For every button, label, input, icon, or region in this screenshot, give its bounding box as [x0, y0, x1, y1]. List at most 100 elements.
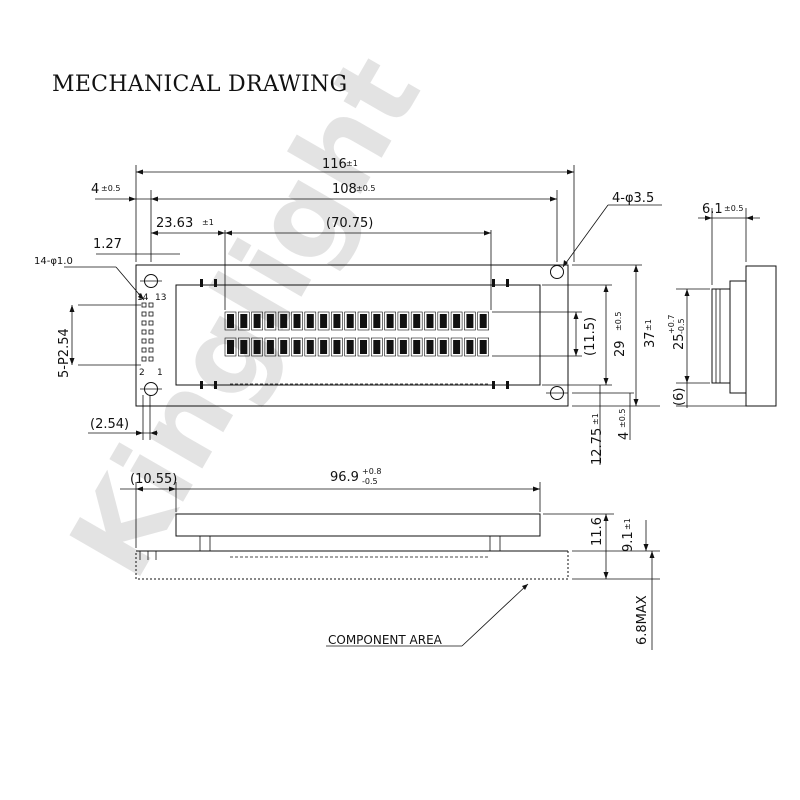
character-cell [477, 337, 490, 357]
character-dots [266, 340, 274, 354]
dim-bottom-offset: 12.75 [590, 428, 605, 465]
dim-hole-bottom-tol: ±0.5 [618, 409, 627, 428]
dim-va-height-tol: ±0.5 [614, 312, 623, 331]
character-cell [424, 311, 436, 331]
pin-label-2: 2 [139, 368, 145, 378]
character-cell [397, 311, 410, 331]
component-area-label: COMPONENT AREA [328, 633, 443, 647]
character-cell [277, 311, 290, 331]
character-cell [370, 337, 383, 357]
dim-aa-width: (70.75) [326, 216, 373, 231]
dimension-labels: 116 ±1 4 ±0.5 108 ±0.5 23.63 ±1 (70.75) … [34, 157, 743, 647]
character-dots [293, 340, 301, 354]
dim-module-height-tol: ±1 [623, 518, 632, 530]
dim-side-height-tol-minus: -0.5 [677, 318, 686, 334]
character-dots [227, 314, 234, 328]
dim-hole-pitch-tol: ±0.5 [356, 184, 375, 193]
dim-bezel-width: 96.9 [330, 470, 359, 485]
character-cell [437, 337, 450, 357]
character-dots [399, 314, 407, 328]
bezel-tab [506, 381, 509, 389]
side-view [711, 265, 777, 407]
pin-label-1: 1 [157, 368, 163, 378]
character-dots [240, 314, 248, 328]
dim-front-offset: (10.55) [130, 472, 177, 487]
character-dots [320, 314, 328, 328]
character-cell [304, 311, 317, 331]
character-dots [253, 314, 261, 328]
character-cell [370, 311, 383, 331]
pin-pad [141, 302, 147, 308]
character-cell [238, 337, 250, 357]
character-cell [410, 337, 423, 357]
bezel-tab [492, 381, 495, 389]
dim-side-width: 6.1 [702, 202, 723, 217]
dim-va-offset: 23.63 [156, 216, 193, 231]
character-dots [360, 314, 367, 328]
character-dots [280, 314, 288, 328]
pin-pad [141, 311, 147, 317]
pin-pad [141, 347, 147, 353]
dim-pin-spacing: (2.54) [90, 417, 129, 432]
character-cell [384, 311, 396, 331]
dim-hole-bottom: 4 [617, 432, 632, 440]
character-cell [291, 337, 303, 357]
character-cell [264, 311, 277, 331]
character-cell [424, 337, 436, 357]
dim-va-offset-tol: ±1 [202, 218, 214, 227]
pin-label-14: 14 [137, 293, 149, 303]
character-cell [277, 337, 290, 357]
pin-pad [148, 338, 154, 344]
character-dots [466, 340, 474, 354]
dim-overall-height-tol: ±1 [644, 319, 653, 331]
character-dots [466, 314, 474, 328]
character-dots [373, 314, 381, 328]
dim-hole-offset: 4 [91, 182, 99, 197]
pin-pad [141, 356, 147, 362]
character-cell [317, 337, 330, 357]
bezel-tab [200, 279, 203, 287]
character-dots [426, 340, 434, 354]
dim-side-width-tol: ±0.5 [724, 204, 743, 213]
character-cell [437, 311, 450, 331]
character-cell [344, 311, 357, 331]
character-cell [477, 311, 490, 331]
dim-bezel-height: 11.6 [590, 517, 605, 546]
dim-overall-height: 37 [643, 331, 658, 348]
character-dots [346, 314, 354, 328]
pin-pad [148, 311, 154, 317]
character-cell [357, 311, 370, 331]
character-cell [450, 337, 463, 357]
dim-pin-offset: 1.27 [93, 237, 122, 252]
pin-pad [141, 338, 147, 344]
dimension-lines [64, 165, 760, 650]
character-dots [333, 314, 341, 328]
dim-pin-holes: 14-φ1.0 [34, 256, 73, 267]
character-dots [320, 340, 328, 354]
pin-pad [141, 320, 147, 326]
pin-pad [148, 356, 154, 362]
bezel-tab [214, 381, 217, 389]
character-dots [439, 314, 447, 328]
character-dots [306, 340, 314, 354]
character-dots [373, 340, 381, 354]
character-dots [386, 340, 394, 354]
character-dots [426, 314, 434, 328]
front-view [135, 513, 569, 580]
character-cell [224, 337, 237, 357]
character-dots [333, 340, 341, 354]
dim-aa-height: (11.5) [583, 317, 598, 356]
character-dots [399, 340, 407, 354]
character-cell [264, 337, 277, 357]
dim-hole-pitch: 108 [332, 182, 357, 197]
character-cell [464, 311, 476, 331]
character-dots [253, 340, 261, 354]
character-cell [317, 311, 330, 331]
character-cell [450, 311, 463, 331]
dim-overall-width-tol: ±1 [346, 159, 358, 168]
bezel-tab [200, 381, 203, 389]
character-dots [306, 314, 314, 328]
character-cell [304, 337, 317, 357]
pin-pad [141, 329, 147, 335]
bezel-tab [214, 279, 217, 287]
